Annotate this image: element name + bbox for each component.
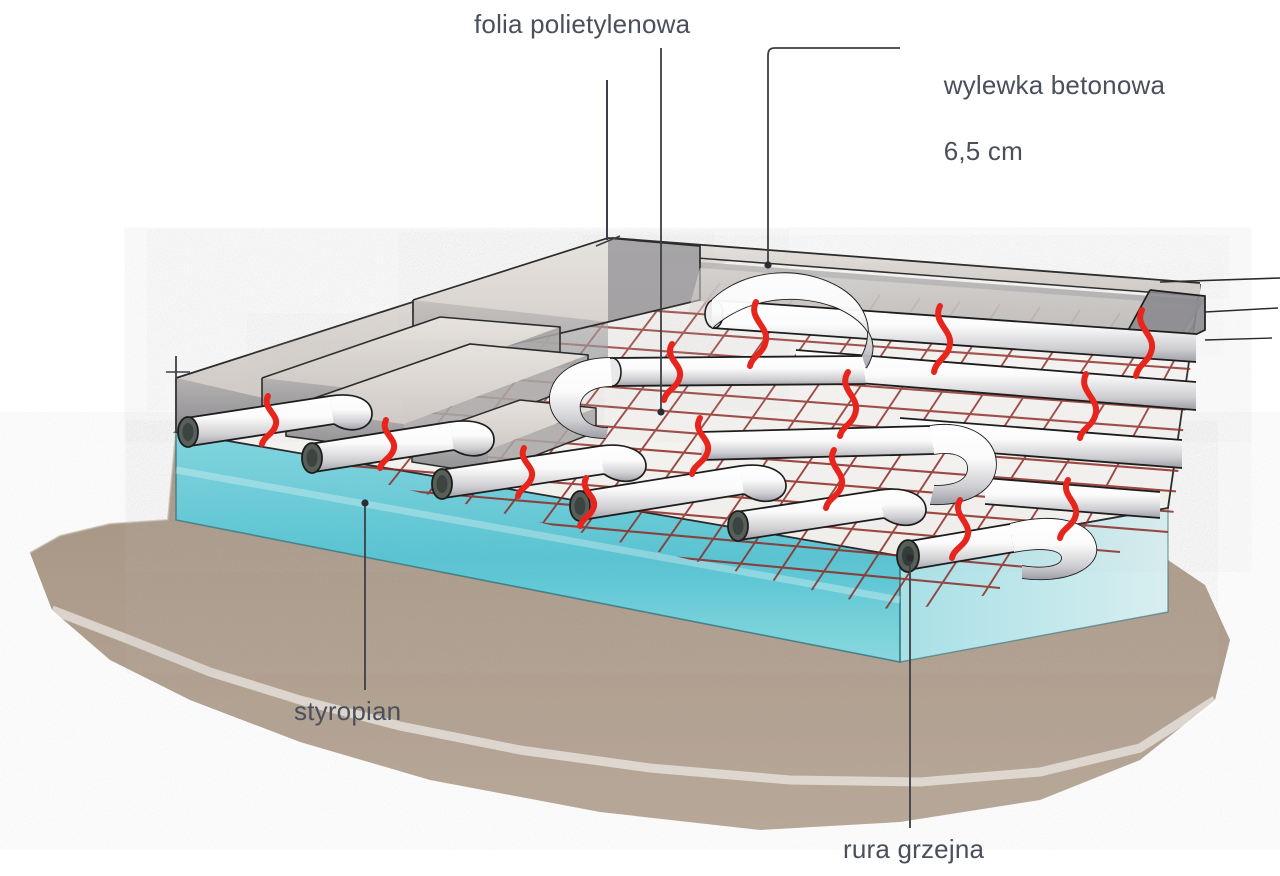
label-concrete-screed-line1: wylewka betonowa [943,70,1166,100]
pipe-clip [837,369,860,439]
heating-pipe [699,425,935,461]
pipe-clip [1057,477,1080,541]
label-polystyrene-insulation: styropian [294,696,402,726]
corner-guide-line [166,80,621,432]
leader-folia [657,48,665,416]
leader-wylewka [764,47,900,269]
heating-pipe [301,421,455,474]
heating-pipe [569,465,745,522]
heating-pipe [431,445,605,500]
pipe-clip [1077,371,1100,441]
leader-lines [361,47,914,828]
heating-pipe-bend [549,357,613,439]
heating-pipe [177,395,335,448]
heating-pipe-bend [1009,518,1098,581]
label-polyethylene-foil: folia polietylenowa [474,9,691,39]
pipe-clip [823,447,846,511]
heating-pipe [602,355,867,387]
heating-pipe-bend [329,394,927,527]
pipe-clip [259,393,280,447]
pipe-clip-group [259,299,1156,561]
pipe-clip [689,415,712,477]
pipe-clip [747,299,770,369]
pipe-clip [931,303,954,375]
heating-pipe-bend [711,272,874,369]
pipe-clip [1133,307,1156,379]
heating-pipe [727,489,885,542]
pipe-clip [577,475,598,529]
pipe-clip [661,341,684,403]
pipe-clip [377,417,398,471]
label-concrete-screed: wylewka betonowa 6,5 cm [914,36,1165,201]
leader-styropian [361,499,369,690]
leader-rura [906,554,914,828]
pipe-clip [515,445,536,499]
label-heating-pipe: rura grzejna [843,834,985,864]
pipe-clip [949,497,972,561]
heating-pipe-group [177,272,1197,581]
label-concrete-screed-thickness: 6,5 cm [943,136,1023,166]
